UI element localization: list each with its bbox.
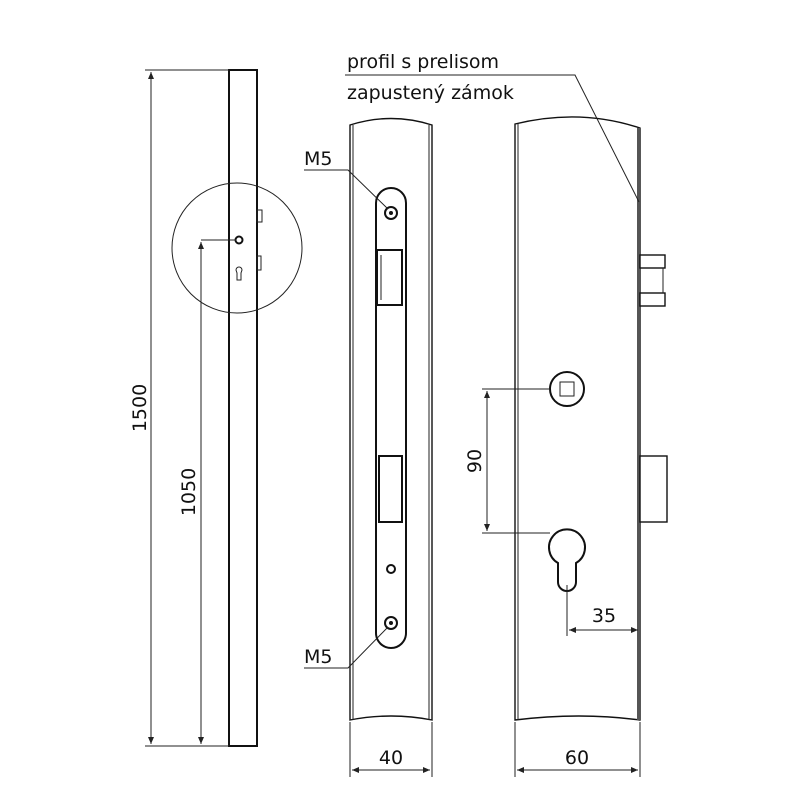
- faceplate-view: M5 M5 40: [304, 117, 433, 777]
- latch-top: [639, 254, 666, 269]
- faceplate: [375, 187, 407, 649]
- dim-handle-to-cylinder: 90: [464, 449, 486, 473]
- profile-view: 90 35 60 profil s prelisom zapustený zám…: [345, 51, 668, 777]
- handle-hole: [234, 235, 244, 245]
- faceplate-hole: [386, 564, 396, 574]
- dim-faceplate-width: 40: [379, 747, 403, 769]
- dim-lock-height: 1050: [178, 468, 200, 516]
- profile-front-outline: [349, 117, 433, 721]
- latch-bottom: [639, 292, 666, 307]
- latch-tab: [256, 209, 263, 223]
- bolt-tab: [256, 255, 262, 271]
- profile-label-line2: zapustený zámok: [347, 82, 514, 104]
- screw-label-top: M5: [304, 148, 332, 170]
- dim-profile-width: 60: [565, 747, 589, 769]
- cylinder-keyhole: [548, 528, 586, 592]
- side-view: 1500 1050: [129, 69, 303, 747]
- screw-bottom-icon: [384, 616, 398, 630]
- latch-opening: [376, 249, 403, 306]
- dim-total-height: 1500: [129, 384, 151, 432]
- dim-backset: 35: [592, 605, 616, 627]
- bolt-opening: [378, 455, 403, 523]
- profile-label-line1: profil s prelisom: [347, 51, 499, 73]
- post-side-outline: [228, 69, 258, 747]
- profile-edge: [637, 128, 640, 720]
- screw-label-bottom: M5: [304, 646, 332, 668]
- profile-leader-line: [345, 74, 640, 203]
- keyhole-icon: [235, 266, 243, 281]
- deadbolt: [639, 455, 668, 523]
- screw-top-icon: [384, 206, 398, 220]
- detail-circle: [171, 182, 303, 314]
- spindle-square: [559, 381, 575, 397]
